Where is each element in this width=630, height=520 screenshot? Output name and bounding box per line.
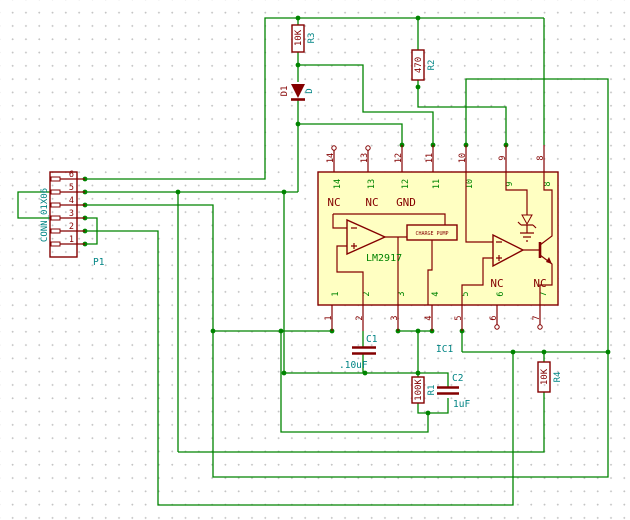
connector-pin-number: 5 (69, 183, 74, 193)
ic-top-pin-numbers-outside: 14 13 12 11 10 9 8 (326, 153, 546, 163)
resistor-r1[interactable]: 100K R1 (411, 376, 437, 404)
resistor-ref: R1 (427, 385, 437, 396)
svg-text:2: 2 (362, 291, 372, 296)
svg-text:14: 14 (333, 179, 343, 189)
svg-text:5: 5 (454, 315, 464, 320)
svg-text:10: 10 (458, 153, 468, 163)
diode-ref: D1 (280, 86, 290, 97)
connector-ref-label: P1 (93, 257, 105, 268)
svg-text:8: 8 (536, 155, 546, 160)
capacitor-c1[interactable]: C1 .10uF (339, 334, 378, 371)
svg-text:9: 9 (498, 155, 508, 160)
svg-text:NC: NC (490, 277, 503, 290)
svg-text:3: 3 (397, 291, 407, 296)
svg-text:12: 12 (394, 153, 404, 163)
svg-text:8: 8 (543, 181, 553, 186)
svg-text:7: 7 (539, 291, 549, 296)
svg-text:NC: NC (533, 277, 546, 290)
ic-top-pin-labels: NC NC GND (327, 196, 416, 209)
resistor-r4[interactable]: 10K R4 (537, 361, 563, 393)
capacitor-value: .10uF (339, 360, 368, 371)
diode-value: D (305, 88, 315, 93)
svg-text:4: 4 (431, 291, 441, 296)
svg-text:NC: NC (327, 196, 340, 209)
svg-text:12: 12 (401, 179, 411, 189)
ic-ref-label: IC1 (436, 344, 453, 355)
svg-text:NC: NC (365, 196, 378, 209)
svg-text:5: 5 (461, 291, 471, 296)
connector-pin-notches (50, 176, 61, 247)
ic-bottom-pin-labels: NC NC (490, 277, 546, 290)
svg-text:6: 6 (489, 315, 499, 320)
svg-text:3: 3 (390, 315, 400, 320)
charge-pump-label: CHARGE PUMP (415, 231, 448, 237)
svg-text:GND: GND (396, 196, 416, 209)
resistor-r3[interactable]: 10K R3 (291, 24, 317, 53)
resistor-value: 10K (540, 368, 550, 385)
svg-text:13: 13 (367, 179, 377, 189)
svg-text:2: 2 (355, 315, 365, 320)
connector-pin-number: 2 (69, 222, 74, 232)
connector-value-label: CONN_01X06 (40, 188, 50, 242)
resistor-ref: R2 (427, 60, 437, 71)
svg-text:14: 14 (326, 153, 336, 163)
resistor-value: 10K (294, 29, 304, 46)
svg-text:4: 4 (424, 315, 434, 320)
resistor-r2[interactable]: 470 R2 (411, 49, 437, 81)
capacitor-ref: C1 (366, 334, 378, 345)
resistor-ref: R3 (307, 33, 317, 44)
svg-text:11: 11 (425, 153, 435, 163)
ic-bottom-pin-numbers-outside: 1 2 3 4 5 6 7 (324, 315, 542, 320)
connector-pin-number: 3 (69, 209, 74, 219)
capacitor-value: 1uF (453, 399, 470, 410)
ic-internal-graphics: CHARGE PUMP LM2917 (332, 172, 553, 305)
svg-text:1: 1 (324, 315, 334, 320)
svg-text:7: 7 (532, 315, 542, 320)
capacitor-c2[interactable]: C2 1uF (437, 373, 470, 410)
svg-text:10: 10 (465, 179, 475, 189)
ic-top-pin-numbers-inside: 14 13 12 11 10 9 8 (333, 179, 553, 189)
diode-d1[interactable]: D1 D (280, 84, 315, 101)
svg-text:9: 9 (505, 181, 515, 186)
junction-dots (82, 15, 611, 416)
connector-pin-number: 1 (69, 235, 74, 245)
resistor-ref: R4 (553, 372, 563, 383)
svg-text:1: 1 (331, 291, 341, 296)
svg-text:6: 6 (496, 291, 506, 296)
resistor-value: 100K (414, 379, 424, 401)
wires[interactable] (17, 17, 609, 506)
connector-p1[interactable]: 6 5 4 3 2 1 CONN_01X06 P1 (40, 170, 105, 268)
svg-text:13: 13 (360, 153, 370, 163)
ic-bottom-pin-numbers-inside: 1 2 3 4 5 6 7 (331, 291, 549, 296)
resistor-value: 470 (414, 57, 424, 73)
connector-pin-number: 6 (69, 170, 74, 180)
connector-pin-number: 4 (69, 196, 74, 206)
svg-text:11: 11 (432, 179, 442, 189)
capacitor-ref: C2 (452, 373, 463, 384)
ic-value-label: LM2917 (366, 253, 402, 264)
ic-lm2917[interactable]: 14 13 12 11 10 9 8 14 13 12 11 10 9 8 NC… (317, 145, 559, 355)
